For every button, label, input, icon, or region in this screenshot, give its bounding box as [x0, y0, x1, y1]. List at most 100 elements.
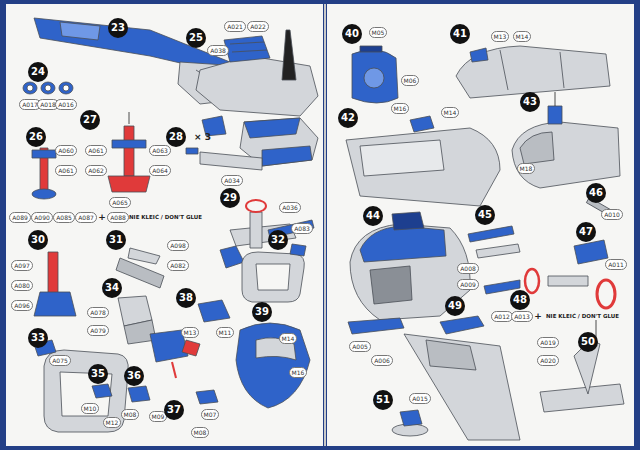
part-code-text: M08	[194, 429, 207, 436]
part-code: A060	[55, 145, 77, 156]
part-code: A020	[537, 355, 559, 366]
step-number-text: 31	[109, 234, 123, 245]
part-code-text: A061	[88, 147, 104, 154]
step-number: 42	[338, 108, 358, 128]
part-code: A090	[31, 212, 53, 223]
part-code-text: A009	[460, 281, 476, 288]
step-number: 36	[124, 366, 144, 386]
part-code-text: A082	[170, 262, 186, 269]
part-code-text: A016	[58, 101, 74, 108]
step-number-text: 41	[453, 28, 467, 39]
part-code-text: A083	[294, 225, 310, 232]
step-number: 41	[450, 24, 470, 44]
part-code: A038	[207, 45, 229, 56]
step-number: 31	[106, 230, 126, 250]
part-code-text: A012	[494, 313, 510, 320]
part-code: M07	[201, 409, 220, 420]
part-code: A016	[55, 99, 77, 110]
part-code-text: M09	[152, 413, 165, 420]
step-number-text: 33	[31, 332, 45, 343]
step-number: 40	[342, 24, 362, 44]
part-code-text: A038	[210, 47, 226, 54]
part-code-text: M14	[282, 335, 295, 342]
step-number-text: 45	[478, 209, 492, 220]
part-code-text: A064	[152, 167, 168, 174]
symbol-text: +	[534, 311, 542, 321]
step-number-text: 38	[179, 292, 193, 303]
part-code-text: A022	[250, 23, 266, 30]
step-number: 49	[445, 296, 465, 316]
part-code: M13	[181, 327, 200, 338]
part-code: A013	[511, 311, 533, 322]
part-code: A015	[409, 393, 431, 404]
part-code: A063	[149, 145, 171, 156]
part-code: A005	[349, 341, 371, 352]
part-code-text: M08	[124, 411, 137, 418]
part-code-text: M16	[394, 105, 407, 112]
part-code: A062	[85, 165, 107, 176]
part-code: M12	[103, 417, 122, 428]
step-number-text: 35	[91, 368, 105, 379]
step-number-text: 51	[376, 394, 390, 405]
part-code-text: A010	[604, 211, 620, 218]
part-code: M18	[517, 163, 536, 174]
part-code: A097	[11, 260, 33, 271]
part-code: A012	[491, 311, 513, 322]
part-code: A088	[107, 212, 129, 223]
part-code-text: A087	[78, 214, 94, 221]
part-code-text: A013	[514, 313, 530, 320]
part-code: A085	[53, 212, 75, 223]
part-code-text: A079	[90, 327, 106, 334]
part-code-text: A085	[56, 214, 72, 221]
part-code: M13	[491, 31, 510, 42]
part-code: A036	[279, 202, 301, 213]
part-code: A061	[55, 165, 77, 176]
step-number-text: 49	[448, 300, 462, 311]
part-code-text: A065	[112, 199, 128, 206]
part-code: A006	[371, 355, 393, 366]
step-number-text: 23	[111, 22, 125, 33]
part-code-text: A078	[90, 309, 106, 316]
part-code-text: M14	[516, 33, 529, 40]
step-number-text: 44	[366, 210, 380, 221]
part-code: A064	[149, 165, 171, 176]
part-code: A034	[221, 175, 243, 186]
step-number-text: 24	[31, 66, 45, 77]
part-code-text: A090	[34, 214, 50, 221]
step-number-text: 28	[169, 131, 183, 142]
part-code: A022	[247, 21, 269, 32]
part-code-text: A061	[58, 167, 74, 174]
part-code: A061	[85, 145, 107, 156]
part-code-text: M06	[404, 77, 417, 84]
part-code: M08	[121, 409, 140, 420]
part-code: A011	[605, 259, 627, 270]
step-number-text: 34	[105, 282, 119, 293]
part-code: A009	[457, 279, 479, 290]
symbol-text: × 3	[194, 132, 211, 142]
step-number-text: 46	[589, 187, 603, 198]
part-code: A096	[11, 300, 33, 311]
part-code: M11	[216, 327, 235, 338]
part-code-text: A018	[40, 101, 56, 108]
part-code-text: A005	[352, 343, 368, 350]
step-number-text: 39	[255, 306, 269, 317]
step-number: 24	[28, 62, 48, 82]
part-code: M16	[289, 367, 308, 378]
note-text: NIE KLEIĆ / DON'T GLUE	[129, 214, 202, 220]
part-code: A089	[9, 212, 31, 223]
step-number: 45	[475, 205, 495, 225]
note-text: NIE KLEIĆ / DON'T GLUE	[546, 313, 619, 319]
symbol-text: +	[98, 212, 106, 222]
part-code: A082	[167, 260, 189, 271]
part-code-text: M11	[219, 329, 232, 336]
part-code-text: A089	[12, 214, 28, 221]
part-code: A021	[224, 21, 246, 32]
step-number: 37	[164, 400, 184, 420]
step-number-text: 25	[189, 32, 203, 43]
part-code: M16	[391, 103, 410, 114]
part-code-text: M13	[494, 33, 507, 40]
part-code: M14	[441, 107, 460, 118]
step-number-text: 27	[83, 114, 97, 125]
part-code-text: A075	[52, 357, 68, 364]
